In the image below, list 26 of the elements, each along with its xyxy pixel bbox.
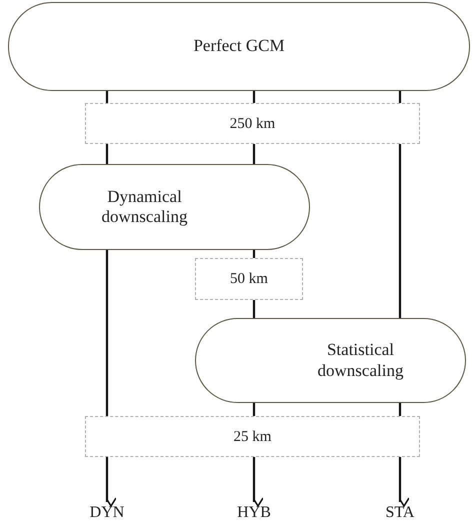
node-text: Perfect GCM (193, 36, 285, 57)
connector-line (252, 457, 264, 507)
node-text: 25 km (234, 428, 272, 446)
node-text: STA (386, 503, 414, 523)
resolution-box (195, 258, 303, 300)
connector-line (106, 250, 108, 416)
connector-line (106, 91, 108, 103)
connector-line (398, 403, 402, 416)
connector-line (106, 144, 108, 164)
node-text: Dynamical downscaling (100, 186, 188, 228)
connector-line (252, 250, 256, 258)
connector-line (252, 403, 256, 416)
connector-line (398, 457, 410, 507)
connector-line (398, 144, 402, 318)
node-text: DYN (90, 503, 124, 523)
node-text: 50 km (230, 270, 268, 288)
resolution-box (85, 103, 420, 144)
connector-line (252, 300, 256, 318)
connector-line (252, 144, 256, 164)
connector-line (252, 91, 256, 103)
node-text: Statistical downscaling (316, 340, 404, 381)
resolution-box (85, 416, 420, 457)
node-text: HYB (237, 503, 271, 523)
connector-line (105, 457, 117, 507)
node-text: 250 km (230, 114, 276, 132)
connector-line (398, 91, 402, 103)
